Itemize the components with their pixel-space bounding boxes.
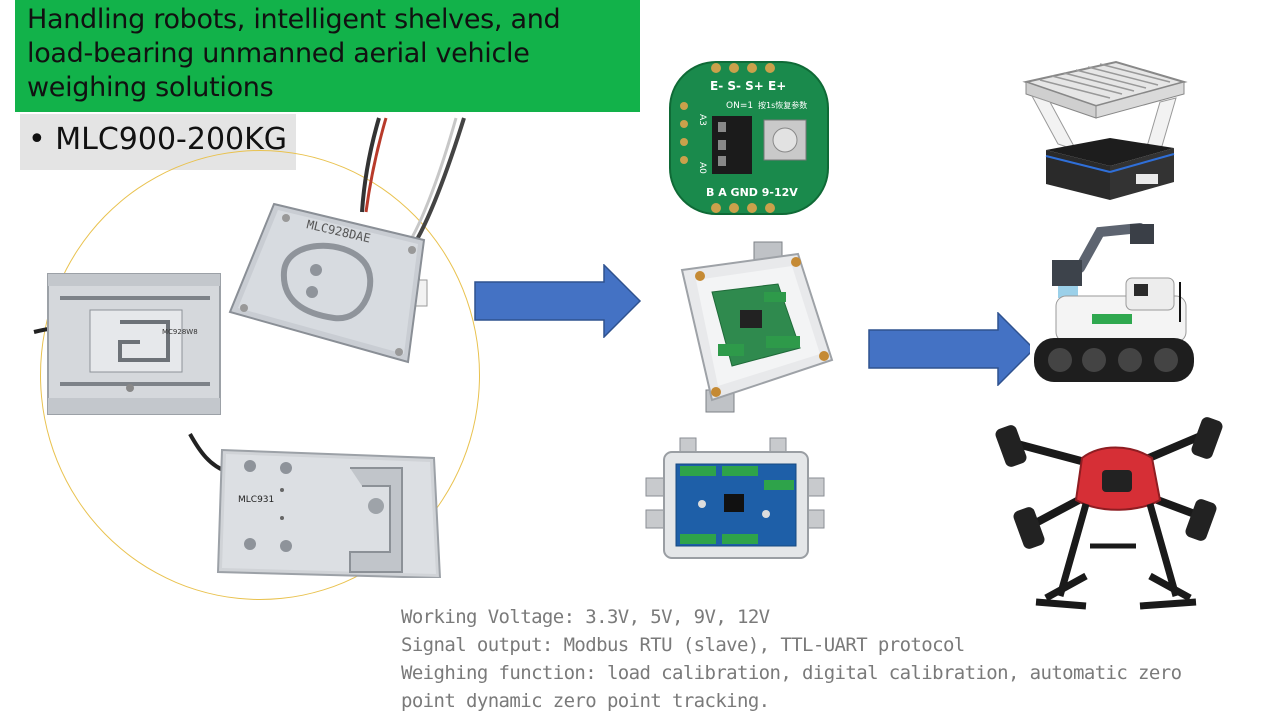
junction-box-multi-photo <box>640 418 830 586</box>
slide-title: Handling robots, intelligent shelves, an… <box>27 4 561 103</box>
title-banner: Handling robots, intelligent shelves, an… <box>15 0 640 112</box>
load-cell-block-photo: MLC931 <box>186 432 442 578</box>
board-a3-label: A3 <box>697 114 707 126</box>
sensor-bottom-label: MLC931 <box>238 495 274 505</box>
spec-text-block: Working Voltage: 3.3V, 5V, 9V, 12V Signa… <box>401 603 1271 715</box>
circuit-board-icon: E- S- S+ E+ ON=1 按1s恢复参数 A3 A0 B A GND 9… <box>669 61 829 215</box>
spec-signal-output: Signal output: Modbus RTU (slave), TTL-U… <box>401 634 965 656</box>
right-arrow-icon <box>474 264 642 338</box>
load-cell-icon: MC928W8 <box>33 273 221 415</box>
load-cell-square-photo: MLC928DAE <box>194 112 506 378</box>
board-top-label: E- S- S+ E+ <box>710 79 786 93</box>
board-bottom-label: B A GND 9-12V <box>706 186 798 199</box>
weighing-module-board-photo: E- S- S+ E+ ON=1 按1s恢复参数 A3 A0 B A GND 9… <box>664 56 834 220</box>
load-bearing-drone-photo <box>990 396 1234 638</box>
sensor-group-ellipse <box>40 150 480 600</box>
robot-shelf-icon <box>1022 60 1188 200</box>
right-arrow-icon <box>868 312 1036 386</box>
spec-working-voltage: Working Voltage: 3.3V, 5V, 9V, 12V <box>401 606 770 628</box>
load-cell-icon: MLC928DAE <box>228 117 466 364</box>
sensor-left-label: MC928W8 <box>162 328 198 336</box>
board-switch-label: ON=1 <box>726 101 753 111</box>
robot-arm-photo <box>1030 222 1198 388</box>
junction-box-icon <box>645 437 825 559</box>
model-label-box: • MLC900-200KG <box>20 114 296 170</box>
board-button-label: 按1s恢复参数 <box>758 100 807 110</box>
junction-box-icon <box>680 241 834 413</box>
board-a0-label: A0 <box>697 162 707 174</box>
handling-robot-shelf-photo <box>1006 38 1204 214</box>
spec-weighing-function-cont: point dynamic zero point tracking. <box>401 690 770 712</box>
load-cell-icon: MLC931 <box>188 433 442 578</box>
drone-icon <box>995 417 1223 610</box>
spec-weighing-function: Weighing function: load calibration, dig… <box>401 662 1182 684</box>
robot-arm-icon <box>1034 223 1194 382</box>
load-cell-s-photo: MC928W8 <box>30 270 230 418</box>
junction-box-photo <box>656 240 838 416</box>
